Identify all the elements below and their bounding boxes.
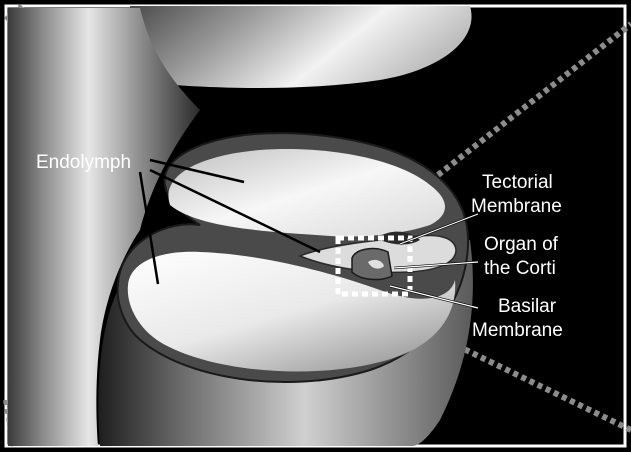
label-tectorial-line1: Tectorial (482, 172, 553, 193)
label-endolymph: Endolymph (36, 152, 131, 173)
label-organ-line1: Organ of (484, 234, 559, 255)
label-basilar-line1: Basilar (498, 296, 557, 317)
label-basilar-line2: Membrane (472, 320, 563, 341)
label-tectorial-line2: Membrane (471, 196, 562, 217)
label-organ-line2: the Corti (484, 258, 556, 279)
